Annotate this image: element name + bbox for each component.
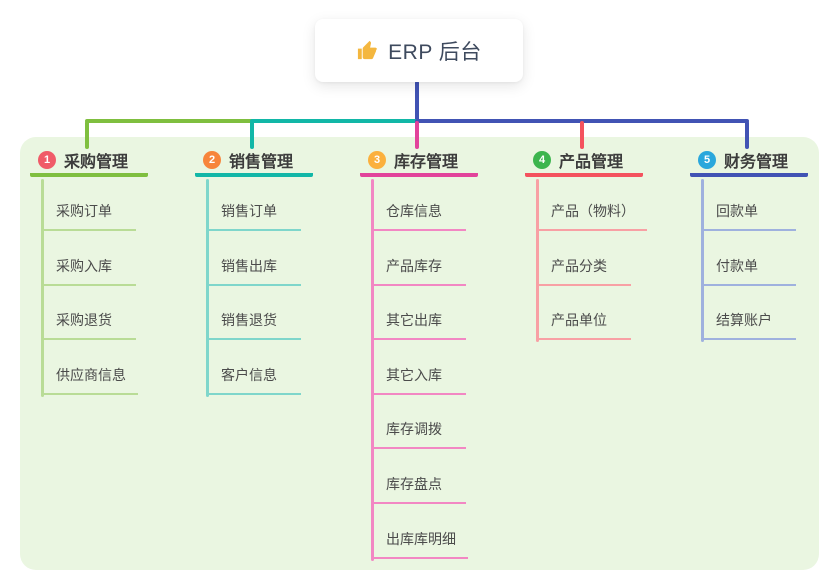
child-node[interactable]: 付款单 <box>701 256 796 286</box>
child-node[interactable]: 其它入库 <box>371 365 466 395</box>
bus-segment-1 <box>85 119 254 123</box>
branch-node-4[interactable]: 4 产品管理 <box>525 146 643 177</box>
child-node[interactable]: 结算账户 <box>701 310 796 341</box>
child-node[interactable]: 客户信息 <box>206 365 301 395</box>
child-node[interactable]: 产品分类 <box>536 256 631 286</box>
branch-node-3[interactable]: 3 库存管理 <box>360 146 478 177</box>
child-node[interactable]: 销售出库 <box>206 256 301 286</box>
background-panel <box>20 137 819 570</box>
child-spine-line-3 <box>371 179 374 561</box>
branch-label: 财务管理 <box>724 153 789 171</box>
branch-label: 采购管理 <box>64 153 129 171</box>
child-node[interactable]: 销售退货 <box>206 310 301 341</box>
child-node[interactable]: 产品单位 <box>536 310 631 341</box>
branch-badge-4: 4 <box>533 150 551 169</box>
branch-badge-5: 5 <box>698 150 716 169</box>
branch-node-5[interactable]: 5 财务管理 <box>690 146 808 177</box>
bus-segment-2 <box>250 119 419 123</box>
branch-badge-3: 3 <box>368 150 386 169</box>
child-node[interactable]: 其它出库 <box>371 310 466 341</box>
child-node[interactable]: 供应商信息 <box>41 365 138 395</box>
branch-node-2[interactable]: 2 销售管理 <box>195 146 313 177</box>
child-spine-line-2 <box>206 179 209 397</box>
child-spine-line-5 <box>701 179 704 343</box>
branch-label: 产品管理 <box>559 153 624 171</box>
root-node-label: ERP 后台 <box>388 40 482 64</box>
branch-drop-line-3 <box>415 121 419 149</box>
root-node[interactable]: ERP 后台 <box>315 19 523 82</box>
root-drop-line <box>415 81 419 123</box>
branch-badge-1: 1 <box>38 150 56 169</box>
child-node[interactable]: 采购入库 <box>41 256 136 286</box>
child-node[interactable]: 销售订单 <box>206 201 301 231</box>
child-node[interactable]: 库存调拨 <box>371 419 466 450</box>
child-node[interactable]: 出库库明细 <box>371 529 468 559</box>
branch-drop-line-4 <box>580 121 584 149</box>
child-node[interactable]: 采购订单 <box>41 201 136 231</box>
child-node[interactable]: 采购退货 <box>41 310 136 341</box>
branch-drop-line-5 <box>745 121 749 149</box>
branch-node-1[interactable]: 1 采购管理 <box>30 146 148 177</box>
child-node[interactable]: 仓库信息 <box>371 201 466 231</box>
child-node[interactable]: 产品（物料） <box>536 201 647 231</box>
child-node[interactable]: 产品库存 <box>371 256 466 286</box>
child-node[interactable]: 库存盘点 <box>371 474 466 504</box>
child-node[interactable]: 回款单 <box>701 201 796 231</box>
branch-drop-line-1 <box>85 121 89 149</box>
thumbs-up-icon <box>356 39 379 62</box>
child-spine-line-1 <box>41 179 44 397</box>
branch-label: 库存管理 <box>394 153 459 171</box>
branch-drop-line-2 <box>250 121 254 149</box>
child-spine-line-4 <box>536 179 539 343</box>
branch-label: 销售管理 <box>229 153 294 171</box>
branch-badge-2: 2 <box>203 150 221 169</box>
